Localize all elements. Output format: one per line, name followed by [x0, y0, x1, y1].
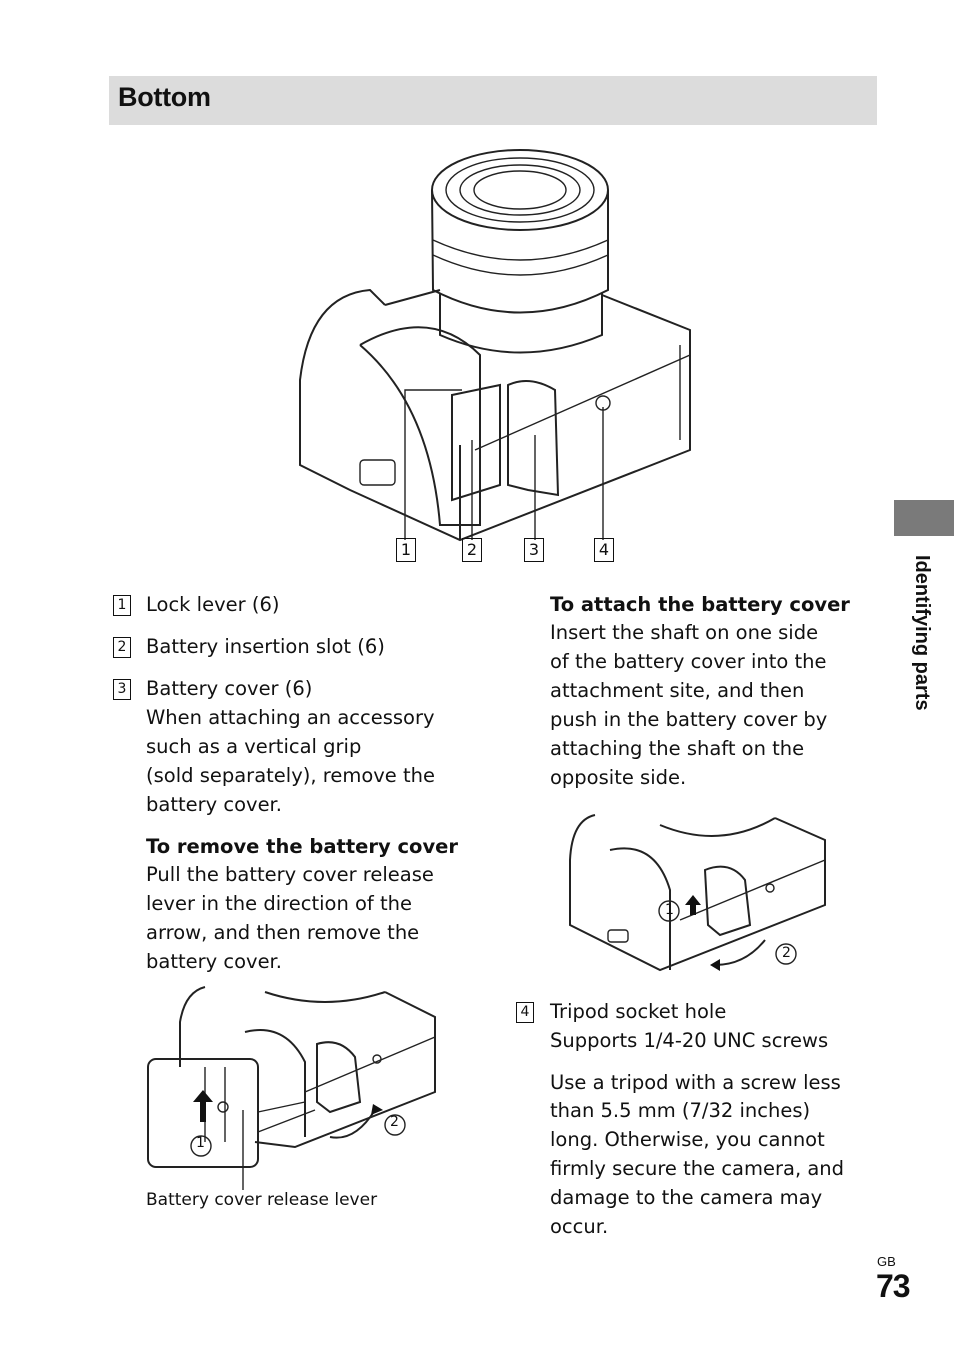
item-1-number: 1	[113, 595, 131, 616]
item-4-number: 4	[516, 1002, 534, 1023]
callout-2: 2	[462, 538, 482, 562]
item-3-desc-line: (sold separately), remove the	[146, 764, 435, 787]
tripod-note-line: firmly secure the camera, and	[550, 1157, 845, 1180]
remove-line: battery cover.	[146, 950, 282, 973]
side-tab-marker	[894, 500, 954, 536]
item-2-number: 2	[113, 637, 131, 658]
item-4-label: Tripod socket hole	[550, 1000, 727, 1023]
attach-line: attaching the shaft on the	[550, 737, 805, 760]
remove-step-2: 2	[390, 1114, 399, 1130]
attach-line: of the battery cover into the	[550, 650, 827, 673]
item-3-desc-line: battery cover.	[146, 793, 282, 816]
tripod-note-line: Use a tripod with a screw less	[550, 1071, 841, 1094]
tripod-note-line: damage to the camera may	[550, 1186, 823, 1209]
item-3-number: 3	[113, 679, 131, 700]
item-2-label: Battery insertion slot (6)	[146, 635, 385, 658]
attach-cover-illustration	[569, 814, 826, 972]
remove-line: arrow, and then remove the	[146, 921, 420, 944]
callout-4: 4	[594, 538, 614, 562]
tripod-note-line: than 5.5 mm (7/32 inches)	[550, 1099, 811, 1122]
attach-step-2: 2	[782, 945, 791, 961]
attach-line: attachment site, and then	[550, 679, 805, 702]
item-3-desc-line: When attaching an accessory	[146, 706, 435, 729]
remove-heading: To remove the battery cover	[146, 835, 459, 858]
remove-step-1: 1	[196, 1135, 205, 1151]
tripod-note-line: long. Otherwise, you cannot	[550, 1128, 825, 1151]
item-3-label: Battery cover (6)	[146, 677, 313, 700]
remove-cover-illustration	[147, 986, 436, 1190]
attach-line: Insert the shaft on one side	[550, 621, 819, 644]
item-1-label: Lock lever (6)	[146, 593, 280, 616]
section-heading-bar: Bottom	[109, 76, 877, 125]
region-code: GB	[877, 1254, 896, 1269]
section-title: Bottom	[118, 82, 211, 112]
item-4-desc: Supports 1/4-20 UNC screws	[550, 1029, 829, 1052]
attach-step-1: 1	[665, 902, 674, 918]
release-lever-caption: Battery cover release lever	[146, 1190, 378, 1210]
remove-line: Pull the battery cover release	[146, 863, 434, 886]
tripod-note-line: occur.	[550, 1215, 609, 1238]
attach-heading: To attach the battery cover	[550, 593, 850, 616]
callout-3: 3	[524, 538, 544, 562]
side-tab-label: Identifying parts	[911, 555, 933, 711]
attach-line: push in the battery cover by	[550, 708, 828, 731]
callout-1: 1	[396, 538, 416, 562]
attach-line: opposite side.	[550, 766, 687, 789]
page-number: 73	[876, 1268, 911, 1304]
camera-bottom-illustration	[299, 149, 691, 542]
item-3-desc-line: such as a vertical grip	[146, 735, 362, 758]
remove-line: lever in the direction of the	[146, 892, 412, 915]
